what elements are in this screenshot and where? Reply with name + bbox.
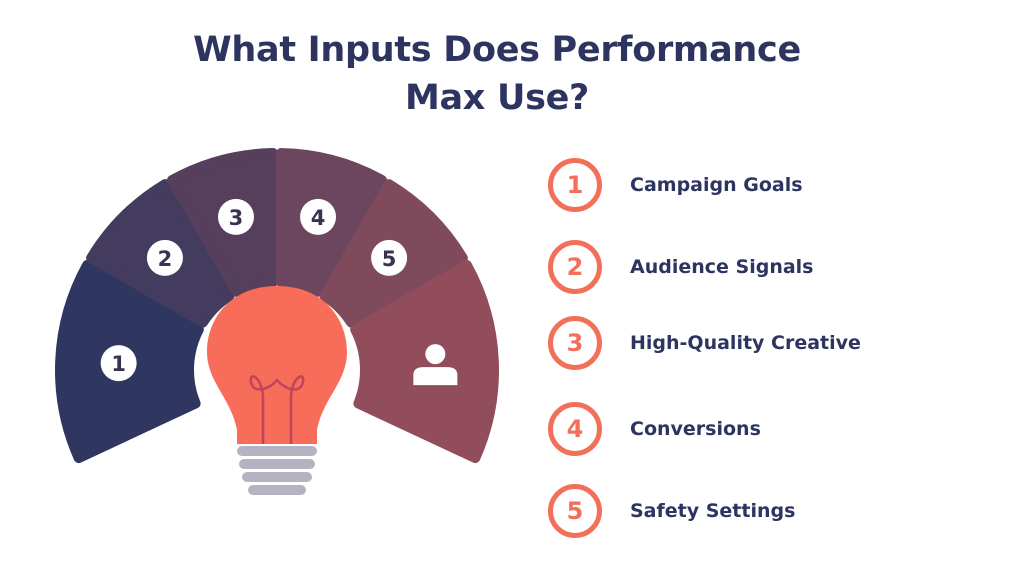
bulb-base-ring: [248, 485, 306, 495]
legend-label: Conversions: [630, 418, 761, 440]
wheel-number: 3: [229, 206, 244, 230]
wheel-segment-label: 3: [217, 198, 254, 235]
legend-item-5: 5 Safety Settings: [548, 478, 988, 544]
wheel-segment-label: 1: [100, 345, 137, 382]
wheel-number: 1: [111, 352, 126, 376]
title-line-2: Max Use?: [404, 78, 590, 118]
person-icon-body: [413, 367, 458, 386]
legend-number: 2: [566, 253, 584, 281]
legend-item-1: 1 Campaign Goals: [548, 152, 988, 218]
wheel-number: 5: [382, 247, 397, 271]
legend-number-circle: 5: [548, 484, 602, 538]
bulb-base-ring: [237, 446, 317, 456]
legend-label: High-Quality Creative: [630, 332, 861, 354]
person-icon: [413, 344, 458, 386]
legend-number-circle: 1: [548, 158, 602, 212]
legend-label: Campaign Goals: [630, 174, 803, 196]
legend-label: Audience Signals: [630, 256, 814, 278]
title-line-1: What Inputs Does Performance: [193, 30, 801, 70]
legend-label: Safety Settings: [630, 500, 796, 522]
wheel-segment-label: 4: [300, 198, 337, 235]
wheel-number: 4: [311, 206, 326, 230]
bulb-base-ring: [239, 459, 315, 469]
legend-item-2: 2 Audience Signals: [548, 234, 988, 300]
legend-number-circle: 2: [548, 240, 602, 294]
legend-number: 4: [566, 415, 584, 443]
wheel-segment-label: 5: [371, 239, 408, 276]
legend-number-circle: 3: [548, 316, 602, 370]
wheel-number-circle: [217, 198, 254, 235]
wheel-segment-label: 2: [146, 239, 183, 276]
legend-number: 1: [566, 171, 584, 199]
wheel-number-circle: [371, 239, 408, 276]
legend-item-3: 3 High-Quality Creative: [548, 310, 988, 376]
wheel-number-circle: [100, 345, 137, 382]
wheel-number: 2: [158, 247, 173, 271]
lightbulb-icon: [207, 286, 347, 495]
legend-number-circle: 4: [548, 402, 602, 456]
wheel-number-circle: [146, 239, 183, 276]
legend-number: 5: [566, 497, 584, 525]
person-icon-head: [425, 344, 446, 365]
legend-number: 3: [566, 329, 584, 357]
bulb-filament: [249, 375, 305, 444]
wheel-segment-6: [350, 259, 499, 464]
bulb-glass: [207, 286, 347, 444]
legend-item-4: 4 Conversions: [548, 396, 988, 462]
bulb-base-ring: [242, 472, 312, 482]
input-wheel-diagram: 1 2 3 4 5: [55, 148, 499, 495]
page-title: What Inputs Does Performance Max Use?: [112, 26, 882, 122]
wheel-number-circle: [300, 198, 337, 235]
